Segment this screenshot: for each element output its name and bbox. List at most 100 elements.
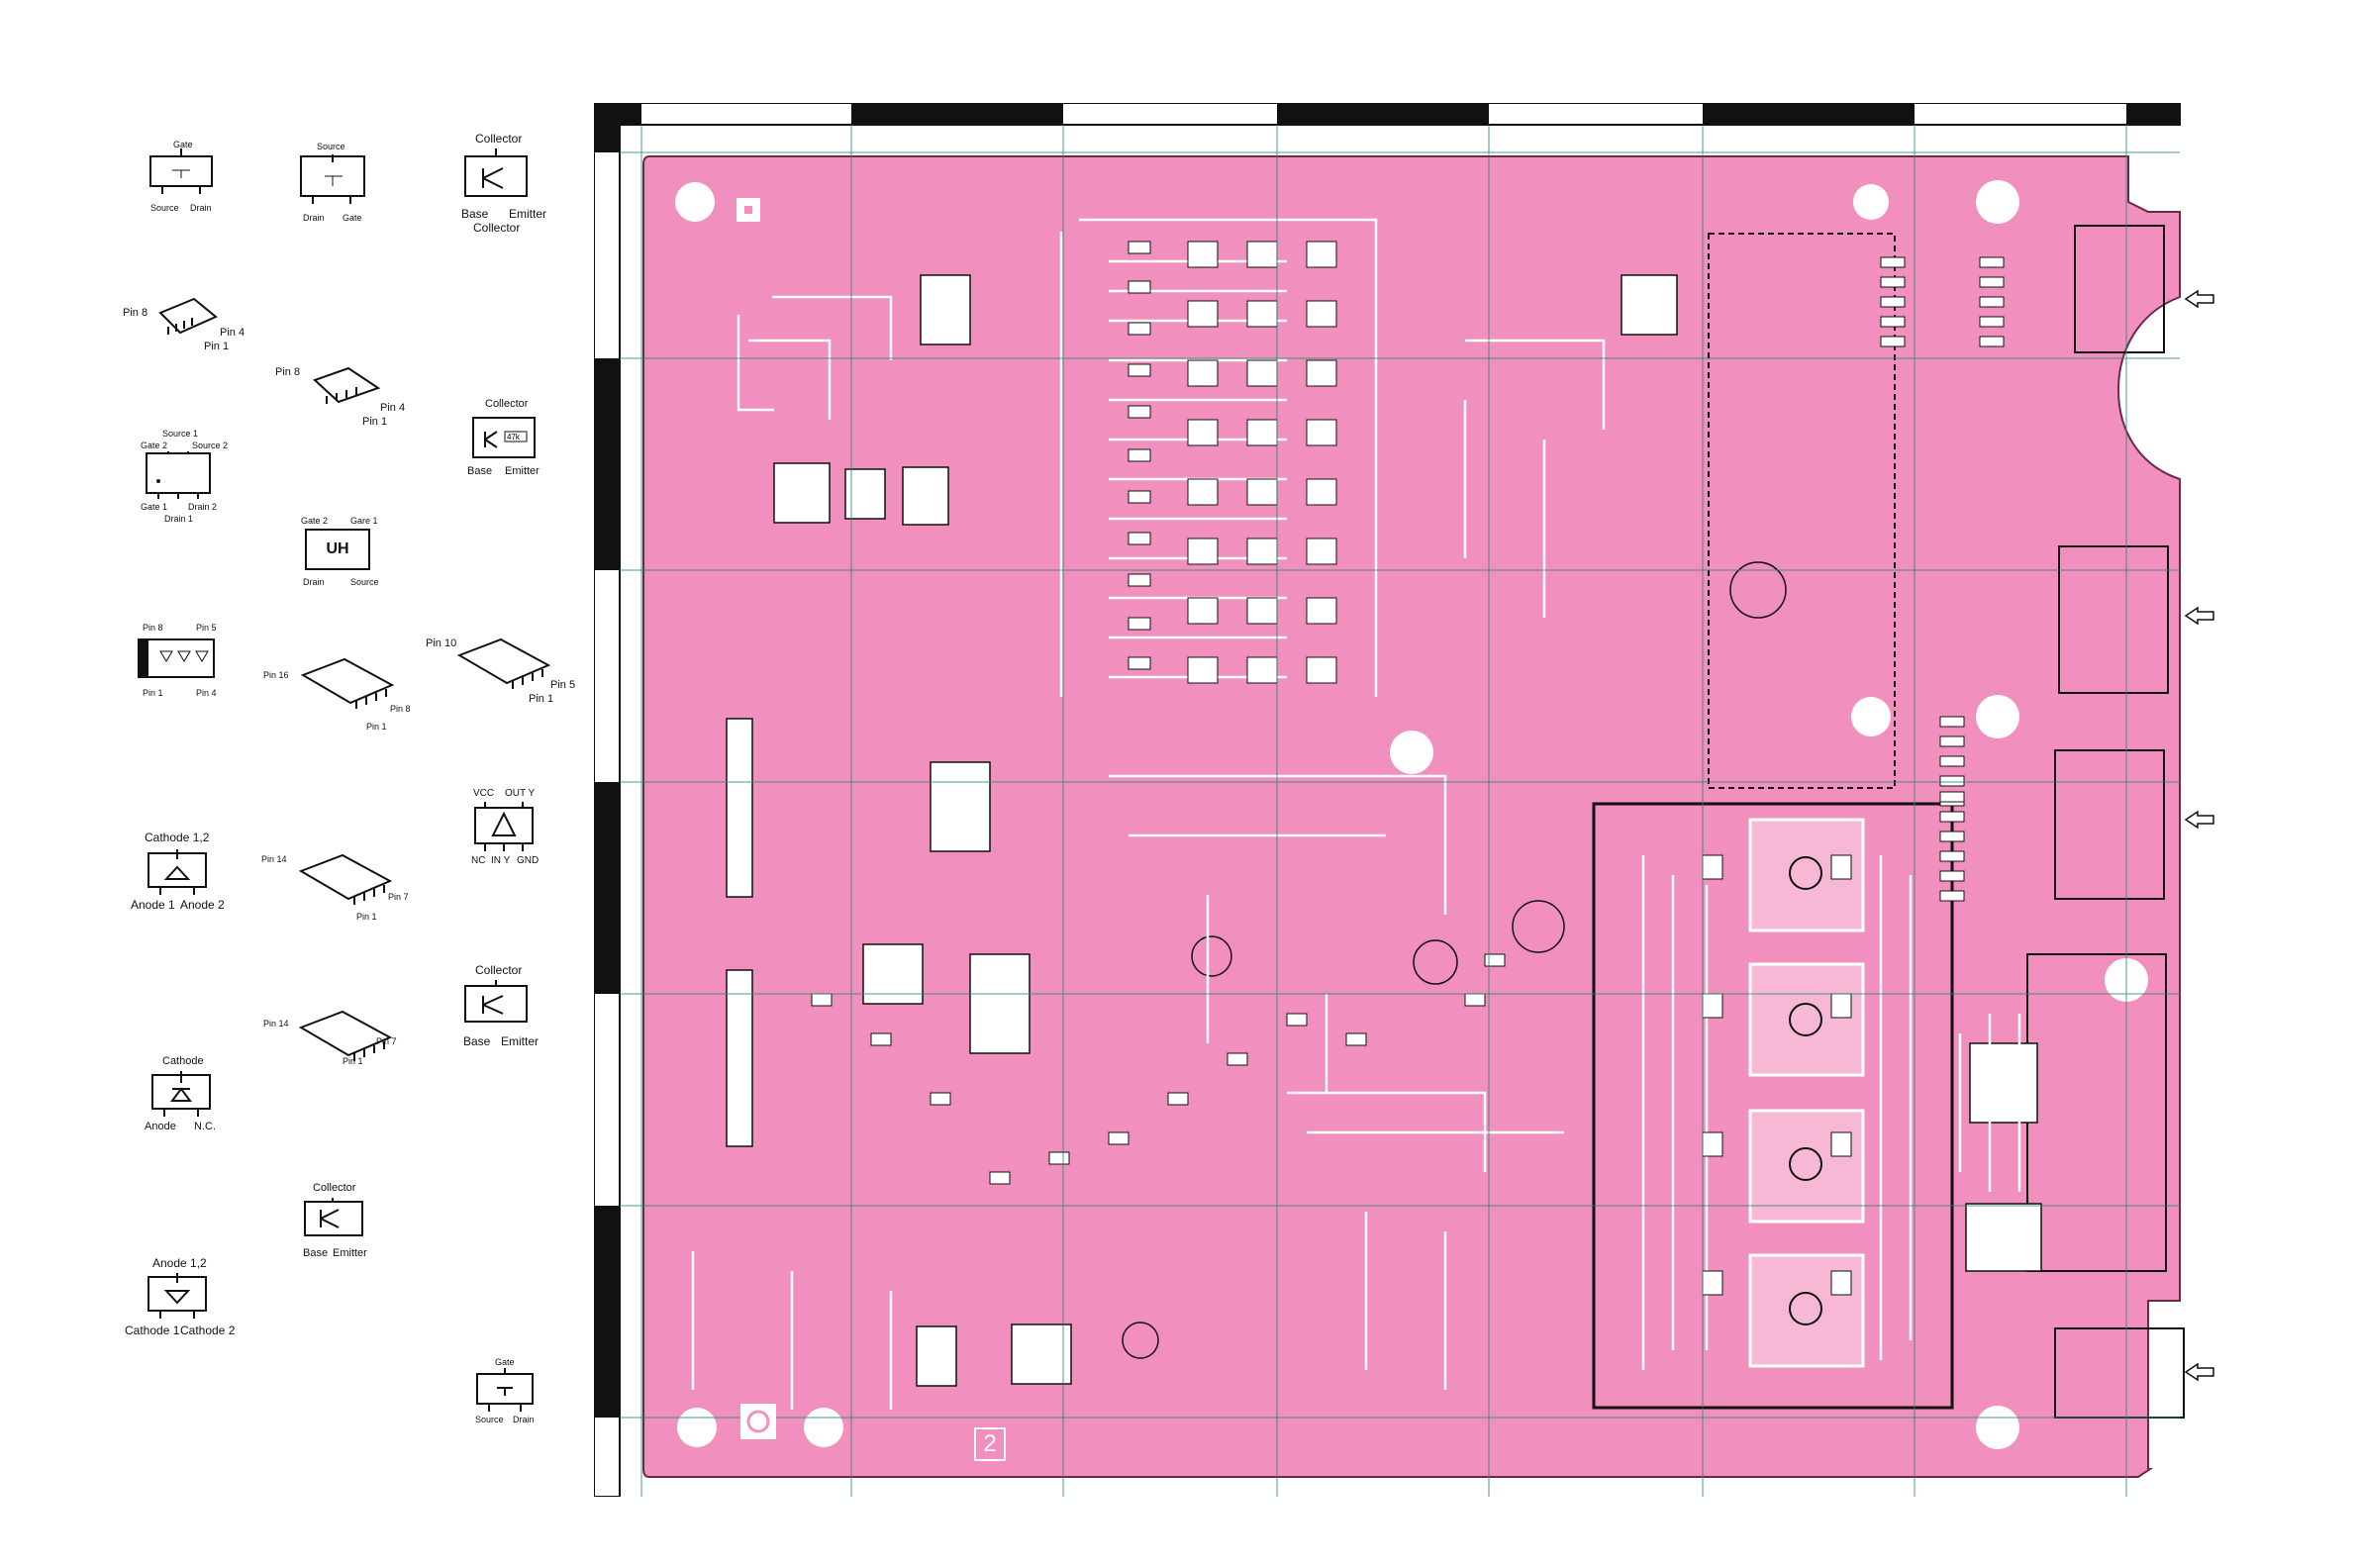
ic6-symbol xyxy=(137,634,216,685)
dual-fet-drain2-label: Drain 2 xyxy=(188,502,218,512)
sot-fet-b-drain-label: Drain xyxy=(303,213,325,223)
transistor-a-collector-bottom-label: Collector xyxy=(473,221,521,235)
dual-fet-source2-label: Source 2 xyxy=(192,441,229,450)
smd-pad-rows xyxy=(811,241,2005,1296)
digital-transistor-symbol: 47k xyxy=(471,414,537,463)
pcb-board-drawing xyxy=(593,102,2214,1498)
transistor-a-symbol xyxy=(463,148,529,206)
fet-small-gate-label: Gate xyxy=(495,1357,515,1367)
ic8-b-symbol xyxy=(309,366,381,412)
ic6-pin5-label: Pin 5 xyxy=(196,623,217,633)
ic14-a-pin14-label: Pin 14 xyxy=(261,854,287,864)
dual-fet-source1-label: Source 1 xyxy=(162,429,199,439)
uh-gate2-label: Gate 2 xyxy=(301,516,329,526)
digital-transistor-collector-label: Collector xyxy=(485,398,529,410)
diode-pair-ca-cathode2-label: Cathode 2 xyxy=(180,1323,236,1337)
ribbon-connectors xyxy=(726,718,753,1147)
dual-fet-gate1-label: Gate 1 xyxy=(141,502,168,512)
ic8-b-pin4-label: Pin 4 xyxy=(380,402,406,414)
ic8-a-pin8-label: Pin 8 xyxy=(123,307,148,319)
ic8-a-pin4-label: Pin 4 xyxy=(220,327,246,339)
transistor-a-emitter-label: Emitter xyxy=(509,207,547,221)
ic14-b-pin1-label: Pin 1 xyxy=(343,1056,363,1066)
sot-fet-b-source-label: Source xyxy=(317,142,345,151)
sot-fet-b-gate-label: Gate xyxy=(343,213,362,223)
diode-pair-ca-cathode1-label: Cathode 1 xyxy=(125,1323,180,1337)
fet-small-symbol xyxy=(475,1368,535,1412)
sot-fet-a-symbol xyxy=(148,148,214,194)
shield-can-upper xyxy=(1708,233,1896,789)
frame-ruler-left xyxy=(593,124,621,1498)
fiducial-marks xyxy=(737,198,776,1439)
diode-pair-ca-anode-label: Anode 1,2 xyxy=(152,1256,207,1270)
diode-single-anode-label: Anode xyxy=(145,1121,176,1132)
dual-fet-gate2-label: Gate 2 xyxy=(141,441,168,450)
board-side-number: 2 xyxy=(974,1427,1006,1461)
ic6-pin8-label: Pin 8 xyxy=(143,623,163,633)
diode-single-cathode-label: Cathode xyxy=(162,1055,204,1067)
fet-small-source-label: Source xyxy=(475,1415,504,1424)
dual-fet-symbol xyxy=(145,451,214,499)
diode-pair-cc-anode1-label: Anode 1 xyxy=(131,898,175,912)
ic8-b-pin8-label: Pin 8 xyxy=(275,366,301,378)
uh-package-symbol: UH xyxy=(305,529,370,570)
frame-ruler-top xyxy=(593,102,2181,126)
ic14-b-pin14-label: Pin 14 xyxy=(263,1019,289,1029)
regulator-vcc-label: VCC xyxy=(473,788,495,799)
uh-gate1-label: Gare 1 xyxy=(350,516,378,526)
transistor-c-symbol xyxy=(303,1198,364,1245)
shield-can-lower xyxy=(1592,802,1954,1410)
regulator-symbol xyxy=(473,802,535,851)
diode-pair-cc-symbol xyxy=(147,849,208,897)
ic8-a-symbol xyxy=(154,297,218,343)
diode-pair-ca-symbol xyxy=(147,1273,208,1321)
transistor-a-collector-label: Collector xyxy=(475,132,523,146)
ic14-a-symbol xyxy=(297,853,393,913)
coil-centers xyxy=(1789,856,1822,1325)
reference-grid xyxy=(620,125,2180,1497)
ic14-a-pin7-label: Pin 7 xyxy=(388,892,409,902)
ic6-pin4-label: Pin 4 xyxy=(196,688,217,698)
ic6-pin1-label: Pin 1 xyxy=(143,688,163,698)
transistor-b-collector-label: Collector xyxy=(475,963,523,977)
diode-pair-cc-anode2-label: Anode 2 xyxy=(180,898,225,912)
connector-arrows xyxy=(2184,289,2214,1382)
ic16-pin1-label: Pin 1 xyxy=(366,722,387,732)
regulator-in-label: IN Y xyxy=(491,855,511,866)
ic10-pin1-label: Pin 1 xyxy=(529,693,554,705)
regulator-gnd-label: GND xyxy=(517,855,540,866)
digital-transistor-base-label: Base xyxy=(467,465,493,477)
ic14-a-pin1-label: Pin 1 xyxy=(356,912,377,922)
transistor-c-collector-label: Collector xyxy=(313,1182,356,1194)
fet-small-drain-label: Drain xyxy=(513,1415,535,1424)
diode-single-nc-label: N.C. xyxy=(194,1121,216,1132)
ic10-pin5-label: Pin 5 xyxy=(550,679,576,691)
ic10-pin10-label: Pin 10 xyxy=(426,637,457,649)
ic14-b-pin7-label: Pin 7 xyxy=(376,1036,397,1046)
transistor-c-base-label: Base xyxy=(303,1247,329,1259)
digital-transistor-resistor-text: 47k xyxy=(507,433,521,441)
ic8-b-pin1-label: Pin 1 xyxy=(362,416,388,428)
ic16-symbol xyxy=(299,657,395,717)
ic14-b-symbol xyxy=(297,1010,393,1069)
sot-fet-a-source-label: Source xyxy=(150,203,179,213)
regulator-out-label: OUT Y xyxy=(505,788,536,799)
ic10-symbol xyxy=(455,637,551,697)
uh-source-label: Source xyxy=(350,577,379,587)
regulator-nc-label: NC xyxy=(471,855,486,866)
diode-single-symbol xyxy=(150,1071,212,1119)
ic16-pin8-label: Pin 8 xyxy=(390,704,411,714)
transistor-b-symbol xyxy=(463,980,529,1031)
dual-fet-drain1-label: Drain 1 xyxy=(164,514,194,524)
ic16-pin16-label: Pin 16 xyxy=(263,670,289,680)
pcb-layout-view: 2 xyxy=(593,102,2217,1498)
sot-fet-a-gate-label: Gate xyxy=(173,140,193,149)
transistor-b-emitter-label: Emitter xyxy=(501,1034,540,1048)
uh-marking: UH xyxy=(326,540,349,557)
digital-transistor-emitter-label: Emitter xyxy=(505,465,540,477)
sot-fet-a-drain-label: Drain xyxy=(190,203,212,213)
ic8-a-pin1-label: Pin 1 xyxy=(204,341,230,352)
sot-fet-b-symbol xyxy=(299,154,368,206)
uh-drain-label: Drain xyxy=(303,577,325,587)
diode-pair-cc-cathode-label: Cathode 1,2 xyxy=(145,831,210,844)
